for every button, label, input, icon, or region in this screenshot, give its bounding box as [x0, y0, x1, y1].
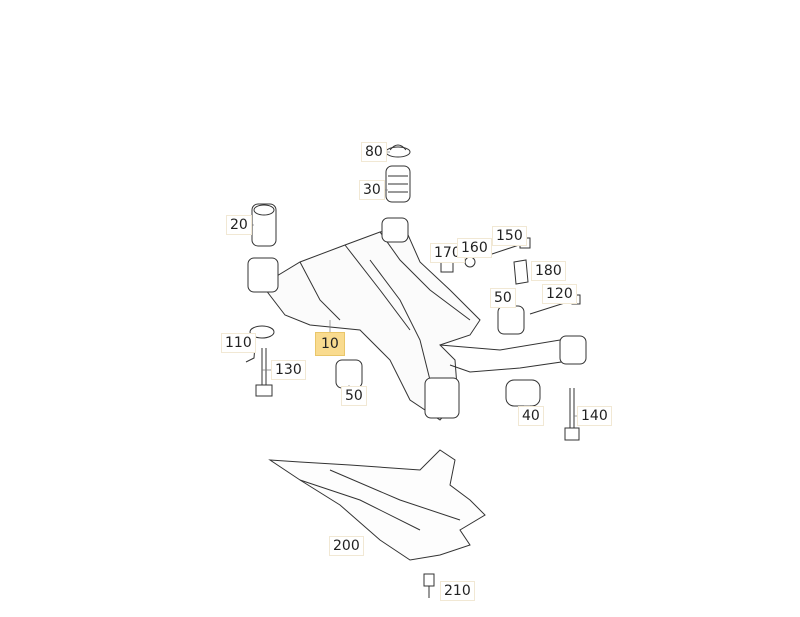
bushing-left-part: [247, 257, 279, 293]
bushing-30-part: [385, 165, 411, 203]
bolt-130-part: [255, 348, 273, 397]
bushing-arm-part: [559, 335, 587, 365]
cap-80-part: [385, 144, 411, 158]
callout-160[interactable]: 160: [457, 238, 492, 258]
callout-130[interactable]: 130: [271, 360, 306, 380]
bushing-lower-part: [424, 377, 460, 419]
nut-170-part: [440, 261, 454, 273]
bushing-20-part: [251, 203, 277, 247]
callout-120[interactable]: 120: [542, 284, 577, 304]
callout-150[interactable]: 150: [492, 226, 527, 246]
callout-110[interactable]: 110: [221, 333, 256, 353]
callout-180[interactable]: 180: [531, 261, 566, 281]
callout-40[interactable]: 40: [518, 406, 544, 426]
callout-50-lower[interactable]: 50: [341, 386, 367, 406]
callout-170[interactable]: 170: [430, 243, 465, 263]
callout-50-right[interactable]: 50: [490, 288, 516, 308]
fastener-210-part: [423, 573, 435, 598]
callout-210[interactable]: 210: [440, 581, 475, 601]
underbody-panel-200-part: [268, 449, 486, 561]
callout-20[interactable]: 20: [226, 215, 252, 235]
bracket-180-part: [513, 259, 529, 285]
callout-80[interactable]: 80: [361, 142, 387, 162]
bolt-140-part: [564, 388, 580, 441]
washer-160-part: [464, 256, 476, 268]
bushing-upper-part: [381, 217, 409, 243]
callout-10-highlighted[interactable]: 10: [315, 332, 345, 356]
bushing-50-lower-part: [335, 359, 363, 389]
rear-subframe-part: [261, 227, 581, 421]
bushing-50-right-part: [497, 305, 525, 335]
callout-30[interactable]: 30: [359, 180, 385, 200]
callout-200[interactable]: 200: [329, 536, 364, 556]
bushing-40-part: [505, 379, 541, 407]
callout-140[interactable]: 140: [577, 406, 612, 426]
